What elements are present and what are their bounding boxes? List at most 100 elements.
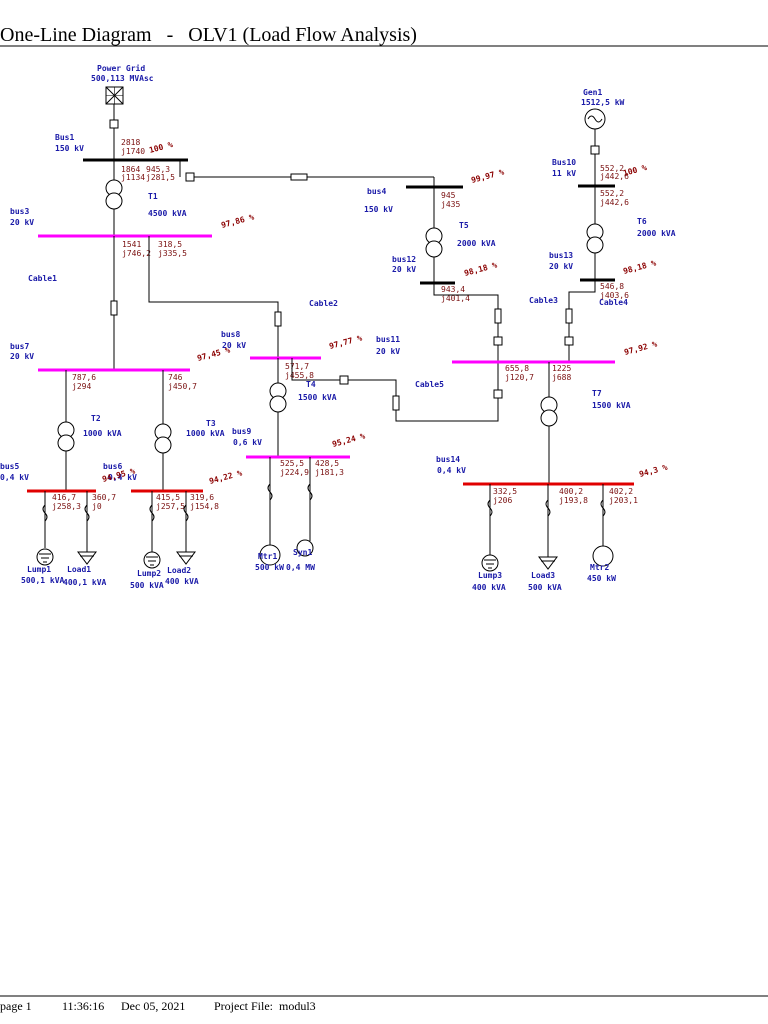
- footer-date: Dec 05, 2021: [121, 999, 185, 1013]
- t5-transformer[interactable]: [425, 227, 443, 258]
- bus3-flow-a-q: j746,2: [122, 249, 151, 258]
- load2-icon[interactable]: [176, 551, 196, 565]
- lump1-rating: 500,1 kVA: [21, 576, 65, 585]
- bus12-breaker[interactable]: [493, 336, 503, 346]
- bus12-bus11-line: [433, 283, 499, 362]
- line-flow-q: j281,5: [146, 173, 175, 182]
- load1-switch: [84, 504, 90, 522]
- lump2-icon[interactable]: [143, 551, 161, 569]
- load3-icon[interactable]: [538, 556, 558, 570]
- cable5-breaker-2[interactable]: [493, 389, 503, 399]
- syn1-label: Syn1: [293, 548, 312, 557]
- cable4-label: Cable4: [599, 298, 628, 307]
- lump1-icon[interactable]: [36, 548, 54, 566]
- t1-transformer[interactable]: [105, 179, 123, 210]
- cable5[interactable]: [392, 395, 400, 411]
- bus3-label: bus3: [10, 207, 29, 216]
- cable2-line: [148, 236, 279, 358]
- bus4-label: bus4: [367, 187, 386, 196]
- bus14-flow-c-q: j203,1: [609, 496, 638, 505]
- bus1-voltage: 100 %: [148, 140, 174, 155]
- mtr2-rating: 450 kW: [587, 574, 616, 583]
- cable5-breaker[interactable]: [339, 375, 349, 385]
- lump1-label: Lump1: [27, 565, 51, 574]
- bus7-label: bus7: [10, 342, 29, 351]
- bus14-label: bus14: [436, 455, 460, 464]
- bus13-flow-q: j403,6: [600, 291, 629, 300]
- mtr1-icon[interactable]: [259, 544, 281, 566]
- syn1-rating: 0,4 MW: [286, 563, 315, 572]
- bus12-flow-p: 943,4: [441, 285, 465, 294]
- gen1-breaker[interactable]: [590, 145, 600, 155]
- t1-flow-q: j1134: [121, 173, 145, 182]
- bus7-kv: 20 kV: [10, 352, 34, 361]
- bus11-flow-a-q: j120,7: [505, 373, 534, 382]
- bus3-flow-a-p: 1541: [122, 240, 141, 249]
- cable3-line: [568, 280, 596, 362]
- bus13-voltage: 98,18 %: [622, 258, 657, 275]
- bus12-flow-q: j401,4: [441, 294, 470, 303]
- lump1-switch: [42, 504, 48, 522]
- syn1-switch: [307, 483, 313, 501]
- grid-flow-p: 2818: [121, 138, 140, 147]
- cable-bus12[interactable]: [494, 308, 502, 324]
- gen1-wave: [587, 115, 603, 123]
- load3-rating: 500 kVA: [528, 583, 562, 592]
- bus6-kv: 0,4 kV: [108, 473, 137, 482]
- mtr1-rating: 500 kW: [255, 563, 284, 572]
- bus14-voltage: 94,3 %: [638, 463, 668, 479]
- load2-rating: 400 kVA: [165, 577, 199, 586]
- mtr2-icon[interactable]: [592, 545, 614, 567]
- gen1-rating: 1512,5 kW: [581, 98, 625, 107]
- cable3-breaker[interactable]: [564, 336, 574, 346]
- bus3-voltage: 97,86 %: [220, 212, 255, 229]
- cable5-line: [291, 358, 499, 422]
- t7-transformer[interactable]: [540, 396, 558, 427]
- t3-transformer[interactable]: [154, 423, 172, 454]
- mtr2-switch: [600, 499, 606, 517]
- line-breaker[interactable]: [185, 172, 195, 182]
- mtr1-label: Mtr1: [258, 552, 277, 561]
- gen-flow-q: j442,6: [600, 172, 629, 181]
- t6-rating: 2000 kVA: [637, 229, 676, 238]
- t7-label: T7: [592, 389, 602, 398]
- power-grid[interactable]: [105, 86, 124, 105]
- line-impedance[interactable]: [290, 173, 308, 181]
- bus8-voltage: 97,77 %: [328, 333, 363, 350]
- bus13-kv: 20 kV: [549, 262, 573, 271]
- lump3-icon[interactable]: [481, 554, 499, 572]
- bus4-kv: 150 kV: [364, 205, 393, 214]
- bus14-flow-c-p: 402,2: [609, 487, 633, 496]
- load1-icon[interactable]: [77, 551, 97, 565]
- cable3[interactable]: [565, 308, 573, 324]
- bus11-label: bus11: [376, 335, 400, 344]
- cable1[interactable]: [110, 300, 118, 316]
- footer-page: page 1: [0, 999, 32, 1013]
- load1-rating: 400,1 kVA: [63, 578, 107, 587]
- bus12-voltage: 98,18 %: [463, 260, 498, 277]
- gen-flow-p: 552,2: [600, 164, 624, 173]
- bus9-flow-a-p: 525,5: [280, 459, 304, 468]
- bus5-flow-a-q: j258,3: [52, 502, 81, 511]
- grid-breaker[interactable]: [109, 119, 119, 129]
- t3-rating: 1000 kVA: [186, 429, 225, 438]
- bus3-flow-b-p: 318,5: [158, 240, 182, 249]
- t1-flow-p: 1864: [121, 165, 140, 174]
- cable3-label: Cable3: [529, 296, 558, 305]
- bus5-right-voltage: 94,22 %: [208, 468, 243, 485]
- t6-flow-p: 552,2: [600, 189, 624, 198]
- syn1-icon[interactable]: [296, 539, 314, 557]
- bus8-label: bus8: [221, 330, 240, 339]
- lump3-rating: 400 kVA: [472, 583, 506, 592]
- power-grid-label: Power Grid: [97, 63, 145, 73]
- bus6-flow-b-q: j154,8: [190, 502, 219, 511]
- t4-transformer[interactable]: [269, 382, 287, 413]
- t2-transformer[interactable]: [57, 421, 75, 452]
- cable2[interactable]: [274, 311, 282, 327]
- bus4-flow-p: 945: [441, 191, 456, 200]
- t7-rating: 1500 kVA: [592, 401, 631, 410]
- bus9-flow-b-p: 428,5: [315, 459, 339, 468]
- bus11-kv: 20 kV: [376, 347, 400, 356]
- t6-transformer[interactable]: [586, 223, 604, 254]
- bus5-kv: 0,4 kV: [0, 473, 29, 482]
